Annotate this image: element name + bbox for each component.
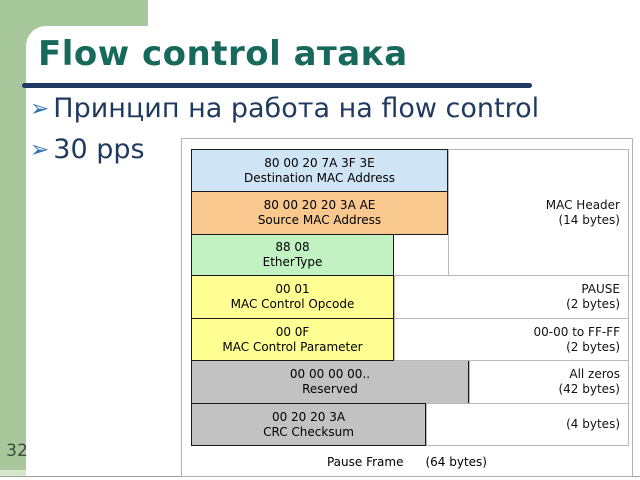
title-underline: [22, 83, 532, 88]
accent-bar-left-light: [0, 470, 28, 476]
accent-bar-left: [0, 0, 28, 476]
slide-title: Flow control атака: [38, 34, 408, 74]
label-line: (4 bytes): [566, 417, 620, 431]
field-ethertype: 88 08 EtherType: [191, 234, 394, 276]
field-hex: 00 01: [275, 282, 310, 296]
diagram-caption: Pause Frame (64 bytes): [182, 455, 632, 469]
bullet-item: ➢ Принцип на работа на flow control: [30, 92, 539, 126]
field-name: MAC Control Parameter: [222, 339, 363, 354]
label-line: MAC Header: [545, 197, 620, 212]
caption-size: (64 bytes): [425, 455, 487, 469]
field-hex: 88 08: [275, 240, 310, 254]
field-mac-control-opcode: 00 01 MAC Control Opcode: [191, 275, 394, 319]
label-line: All zeros: [569, 367, 620, 381]
field-hex: 00 00 00 00..: [289, 367, 371, 381]
field-reserved: 00 00 00 00.. Reserved: [191, 360, 469, 404]
field-name: Source MAC Address: [257, 213, 382, 227]
field-name: EtherType: [262, 255, 323, 269]
arrow-bullet-icon: ➢: [30, 96, 50, 122]
field-hex: 80 00 20 20 3A AE: [263, 198, 376, 212]
label-mac-header: MAC Header (14 bytes): [448, 149, 629, 276]
arrow-bullet-icon: ➢: [30, 137, 50, 163]
bullet-item: ➢ 30 pps: [30, 133, 539, 167]
field-mac-control-parameter: 00 0F MAC Control Parameter: [191, 318, 394, 361]
bullet-text: Принцип на работа на flow control: [53, 93, 540, 124]
field-source-mac: 80 00 20 20 3A AE Source MAC Address: [191, 191, 448, 235]
caption-title: Pause Frame: [326, 455, 404, 469]
label-parameter-range: 00-00 to FF-FF (2 bytes): [394, 318, 629, 361]
label-all-zeros: All zeros (42 bytes): [469, 360, 629, 404]
label-line: (14 bytes): [558, 212, 620, 227]
field-crc-checksum: 00 20 20 3A CRC Checksum: [191, 403, 426, 446]
field-name: Reserved: [302, 382, 358, 396]
field-hex: 00 0F: [275, 324, 310, 339]
label-line: 00-00 to FF-FF: [533, 324, 620, 339]
pause-frame-diagram: 80 00 20 7A 3F 3E Destination MAC Addres…: [181, 138, 633, 477]
label-line: (2 bytes): [566, 297, 620, 311]
field-name: MAC Control Opcode: [230, 297, 355, 311]
label-pause: PAUSE (2 bytes): [394, 275, 629, 319]
field-name: Destination MAC Address: [243, 170, 395, 185]
field-hex: 80 00 20 7A 3F 3E: [264, 155, 375, 170]
field-hex: 00 20 20 3A: [271, 409, 346, 424]
label-line: (2 bytes): [566, 339, 620, 354]
bullet-text: 30 pps: [53, 134, 145, 165]
field-destination-mac: 80 00 20 7A 3F 3E Destination MAC Addres…: [191, 149, 448, 192]
slide-number: 32: [6, 441, 28, 461]
label-line: (42 bytes): [558, 382, 620, 396]
bullet-list: ➢ Принцип на работа на flow control ➢ 30…: [30, 92, 539, 174]
label-line: PAUSE: [581, 282, 620, 296]
field-name: CRC Checksum: [263, 424, 354, 439]
label-crc-bytes: (4 bytes): [426, 403, 629, 446]
